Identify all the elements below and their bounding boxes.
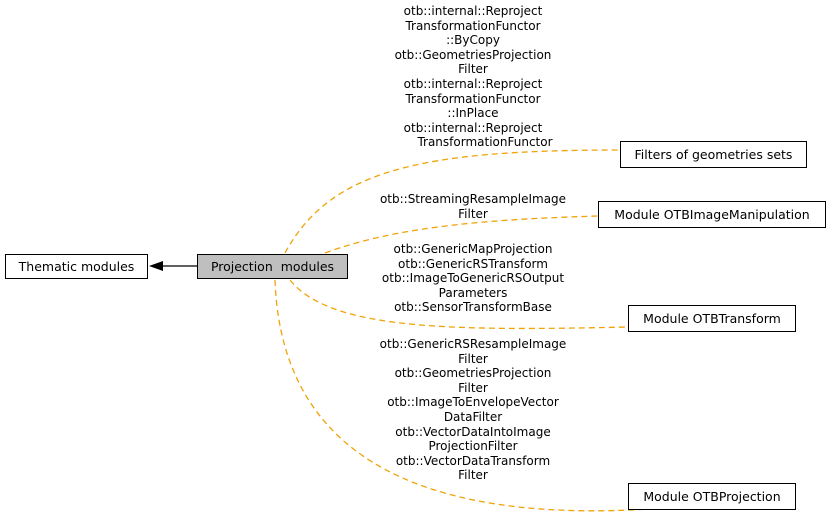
edge-to-transform xyxy=(289,279,629,330)
edge-label-line: otb::VectorDataTransform xyxy=(395,453,551,468)
arrowhead-icon xyxy=(149,261,163,271)
edge-label-line: TransformationFunctor xyxy=(405,18,541,33)
edge-label-line: otb::StreamingResampleImage xyxy=(379,192,567,206)
edge-label-line: Filter xyxy=(458,206,488,221)
edge-label-line: Filter xyxy=(458,351,488,366)
edge-label-line: otb::GenericRSResampleImage xyxy=(379,337,567,351)
edge-label-line: ProjectionFilter xyxy=(428,439,518,454)
edge-label-line: Parameters xyxy=(438,285,508,300)
node-thematic-modules[interactable]: Thematic modules xyxy=(5,254,148,279)
edge-label-line: TransformationFunctor xyxy=(417,135,553,150)
edge-label-line: otb::internal::Reproject xyxy=(403,76,543,91)
edge-label-line: Filter xyxy=(458,62,488,77)
node-module-otbprojection-label: Module OTBProjection xyxy=(643,489,781,504)
edge-label-line: otb::GenericMapProjection xyxy=(393,242,553,256)
edge-to-otb-projection xyxy=(274,279,666,512)
node-module-otbtransform-label: Module OTBTransform xyxy=(643,311,781,326)
edge-label-line: otb::GeometriesProjection xyxy=(394,366,552,381)
edge-label-otb-projection: otb::GenericRSResampleImage Filter otb::… xyxy=(363,337,583,483)
edge-label-line: otb::ImageToEnvelopeVector xyxy=(387,395,559,410)
edge-label-filters-geometries: otb::internal::Reproject TransformationF… xyxy=(368,4,578,150)
edge-label-line: Filter xyxy=(458,468,488,483)
node-projection-modules: Projection modules xyxy=(197,254,348,279)
edge-label-transform: otb::GenericMapProjection otb::GenericRS… xyxy=(363,242,583,315)
edge-label-line: otb::SensorTransformBase xyxy=(394,300,552,315)
edge-label-line: otb::GenericRSTransform xyxy=(398,256,548,271)
node-module-otbimagemanipulation-label: Module OTBImageManipulation xyxy=(614,207,810,222)
edge-label-line: ::InPlace xyxy=(447,106,499,121)
node-filters-of-geometries-sets-label: Filters of geometries sets xyxy=(634,147,793,162)
edge-label-line: ::ByCopy xyxy=(446,33,500,48)
edge-label-line: DataFilter xyxy=(443,409,503,424)
edge-label-line: otb::VectorDataIntoImage xyxy=(395,424,551,439)
edge-label-line: TransformationFunctor xyxy=(405,91,541,106)
edge-label-line: otb::GeometriesProjection xyxy=(394,47,552,62)
edge-label-image-manipulation: otb::StreamingResampleImage Filter xyxy=(363,192,583,221)
edge-label-line: Filter xyxy=(458,380,488,395)
node-projection-modules-label: Projection modules xyxy=(210,259,335,274)
node-module-otbtransform[interactable]: Module OTBTransform xyxy=(628,305,796,332)
edge-label-line: otb::internal::Reproject xyxy=(403,4,543,18)
node-module-otbprojection[interactable]: Module OTBProjection xyxy=(628,483,796,510)
edge-label-line: otb::internal::Reproject xyxy=(403,120,543,135)
edge-to-filters-geometries xyxy=(284,149,621,254)
node-module-otbimagemanipulation[interactable]: Module OTBImageManipulation xyxy=(598,201,826,228)
node-filters-of-geometries-sets[interactable]: Filters of geometries sets xyxy=(620,141,807,168)
edge-label-line: otb::ImageToGenericRSOutput xyxy=(381,271,565,286)
edge-to-image-manipulation xyxy=(324,215,599,254)
node-thematic-modules-label: Thematic modules xyxy=(18,259,135,274)
